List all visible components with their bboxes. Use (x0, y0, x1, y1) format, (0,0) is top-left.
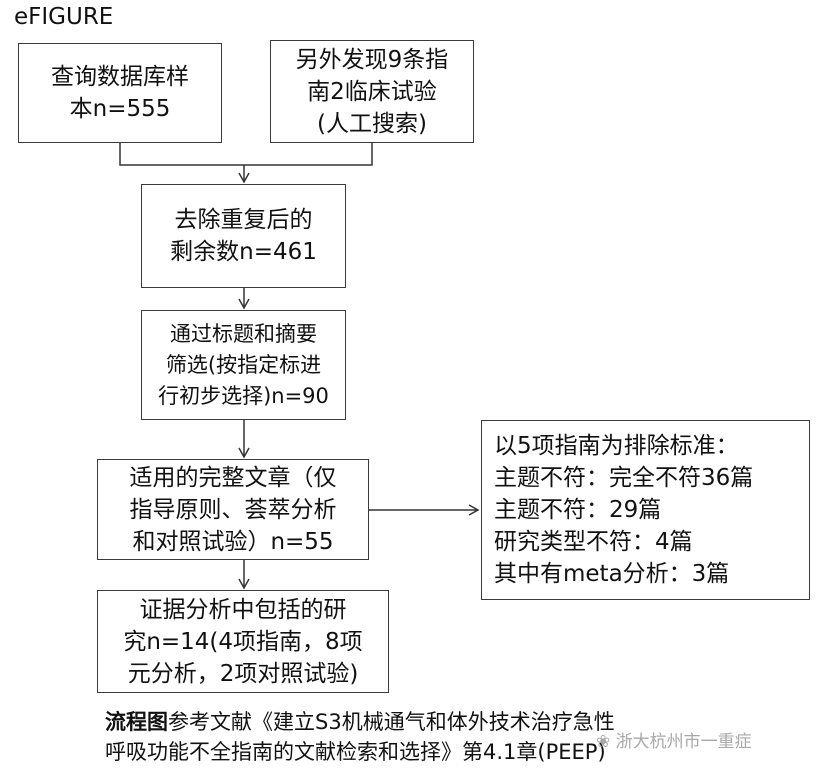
wechat-icon: ❀ (596, 732, 611, 752)
database-line-2: 本n=555 (69, 96, 171, 122)
database-text: 查询数据库样本n=555 (51, 61, 189, 125)
manual-line-1: 另外发现9条指 (295, 46, 449, 73)
fulltext-text: 适用的完整文章（仅指导原则、荟萃分析和对照试验）n=55 (130, 462, 337, 558)
exclusion-line-1: 以5项指南为排除标准： (494, 433, 739, 459)
manual-line-3: (人工搜索) (317, 110, 427, 137)
included-line-2: 究n=14(4项指南，8项 (123, 628, 363, 655)
fulltext-line-3: 和对照试验）n=55 (132, 528, 334, 555)
caption-line-1: 参考文献《建立S3机械通气和体外技术治疗急性 (168, 710, 615, 734)
figure-label: eFIGURE (14, 4, 114, 30)
watermark: ❀ 浙大杭州市一重症 (596, 727, 752, 752)
screen-text: 通过标题和摘要筛选(按指定标进行初步选择)n=90 (158, 319, 329, 412)
exclusion-line-5: 其中有meta分析：3篇 (494, 561, 730, 587)
screening-node: 通过标题和摘要筛选(按指定标进行初步选择)n=90 (141, 310, 346, 420)
figure-caption: 流程图参考文献《建立S3机械通气和体外技术治疗急性 呼吸功能不全指南的文献检索和… (105, 707, 795, 767)
manual-line-2: 南2临床试验 (307, 78, 437, 105)
screen-line-3: 行初步选择)n=90 (158, 383, 329, 408)
exclusion-line-3: 主题不符：29篇 (494, 497, 662, 523)
included-text: 证据分析中包括的研究n=14(4项指南，8项元分析，2项对照试验) (123, 594, 362, 690)
manual-search-node: 另外发现9条指南2临床试验 (人工搜索) (270, 40, 474, 143)
dedup-node: 去除重复后的剩余数n=461 (141, 184, 346, 288)
dedup-line-1: 去除重复后的 (174, 207, 313, 233)
merge-connector (119, 143, 373, 166)
database-line-1: 查询数据库样 (51, 64, 189, 90)
exclusion-line-2: 主题不符：完全不符36篇 (494, 465, 754, 491)
included-node: 证据分析中包括的研究n=14(4项指南，8项元分析，2项对照试验) (97, 590, 389, 693)
dedup-line-2: 剩余数n=461 (170, 239, 317, 265)
exclusion-text: 以5项指南为排除标准： 主题不符：完全不符36篇主题不符：29篇研究类型不符：4篇… (494, 430, 753, 590)
fulltext-line-2: 指导原则、荟萃分析 (129, 496, 337, 523)
included-line-1: 证据分析中包括的研 (139, 596, 347, 623)
fulltext-line-1: 适用的完整文章（仅 (129, 464, 337, 491)
caption-line-2: 呼吸功能不全指南的文献检索和选择》第4.1章(PEEP) (105, 740, 606, 764)
manual-text: 另外发现9条指南2临床试验 (人工搜索) (296, 44, 449, 140)
screen-line-2: 筛选(按指定标进 (165, 352, 322, 377)
exclusion-line-4: 研究类型不符：4篇 (494, 529, 693, 555)
database-node: 查询数据库样本n=555 (18, 43, 222, 143)
screen-line-1: 通过标题和摘要 (169, 321, 317, 346)
caption-bold: 流程图 (105, 710, 168, 734)
dedup-text: 去除重复后的剩余数n=461 (170, 204, 317, 268)
included-line-3: 元分析，2项对照试验) (127, 660, 359, 687)
watermark-text: 浙大杭州市一重症 (615, 732, 752, 752)
exclusion-node: 以5项指南为排除标准： 主题不符：完全不符36篇主题不符：29篇研究类型不符：4篇… (481, 420, 810, 600)
fulltext-node: 适用的完整文章（仅指导原则、荟萃分析和对照试验）n=55 (97, 459, 369, 560)
